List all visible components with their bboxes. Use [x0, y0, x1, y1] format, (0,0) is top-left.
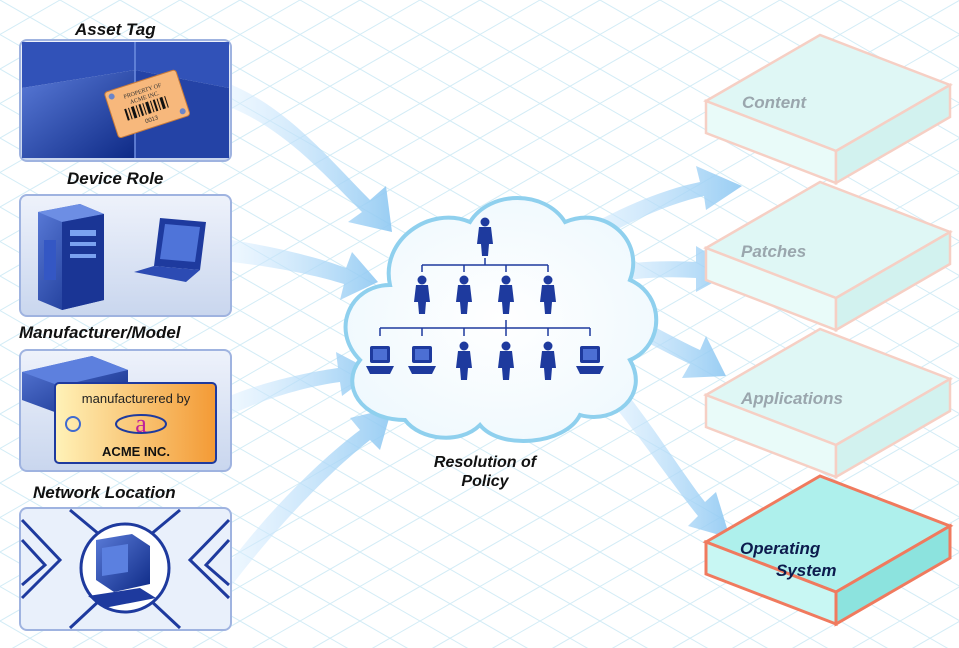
- label-network-location: Network Location: [33, 483, 176, 502]
- computer-icon: [366, 346, 394, 374]
- asset-tag-number: 0013: [145, 115, 160, 125]
- label-device-role: Device Role: [67, 169, 164, 188]
- badge-manufactured-by: manufacturered by: [82, 391, 191, 406]
- output-box-patches: [703, 180, 953, 333]
- label-resolution-of-policy: Resolution of Policy: [400, 453, 570, 491]
- manufacturer-badge: manufacturered by a ACME INC.: [54, 382, 217, 464]
- manufacturer-panel: manufacturered by a ACME INC.: [19, 349, 232, 472]
- label-manufacturer-model: Manufacturer/Model: [19, 323, 181, 342]
- arrow-network-location: [232, 408, 392, 585]
- arrow-to-os: [598, 370, 730, 538]
- asset-tag-panel: PROPERTY OF ACME INC. 0013: [19, 39, 232, 162]
- computer-icon: [408, 346, 436, 374]
- network-location-panel: [19, 507, 232, 631]
- output-box-content: [703, 33, 953, 186]
- output-box-operating-system: [702, 474, 954, 627]
- center-label-line2: Policy: [461, 473, 509, 490]
- label-applications: Applications: [741, 389, 844, 408]
- network-computer-icon: [88, 534, 156, 608]
- os-label-line2: System: [776, 561, 837, 580]
- laptop-icon: [134, 218, 206, 282]
- org-chart: [366, 217, 604, 380]
- computer-icon: [576, 346, 604, 374]
- os-label-line1: Operating: [740, 539, 821, 558]
- policy-cloud: [343, 196, 659, 443]
- label-operating-system: Operating System: [740, 538, 836, 582]
- label-patches: Patches: [741, 242, 807, 261]
- label-asset-tag: Asset Tag: [75, 20, 156, 39]
- badge-company: ACME INC.: [102, 444, 170, 459]
- center-label-line1: Resolution of: [433, 454, 537, 471]
- label-content: Content: [742, 93, 807, 112]
- badge-circle-icon: [65, 416, 81, 432]
- badge-logo-letter: a: [135, 409, 147, 438]
- arrow-manufacturer: [232, 352, 374, 414]
- arrow-device-role: [232, 240, 378, 300]
- output-box-applications: [703, 327, 953, 480]
- arrow-to-patches: [600, 246, 736, 292]
- arrow-asset-tag: [232, 85, 392, 232]
- device-role-panel: [19, 194, 232, 317]
- input-arrows: [232, 85, 392, 585]
- asset-tag-sticker: PROPERTY OF ACME INC. 0013: [104, 69, 190, 139]
- server-tower-icon: [38, 204, 104, 310]
